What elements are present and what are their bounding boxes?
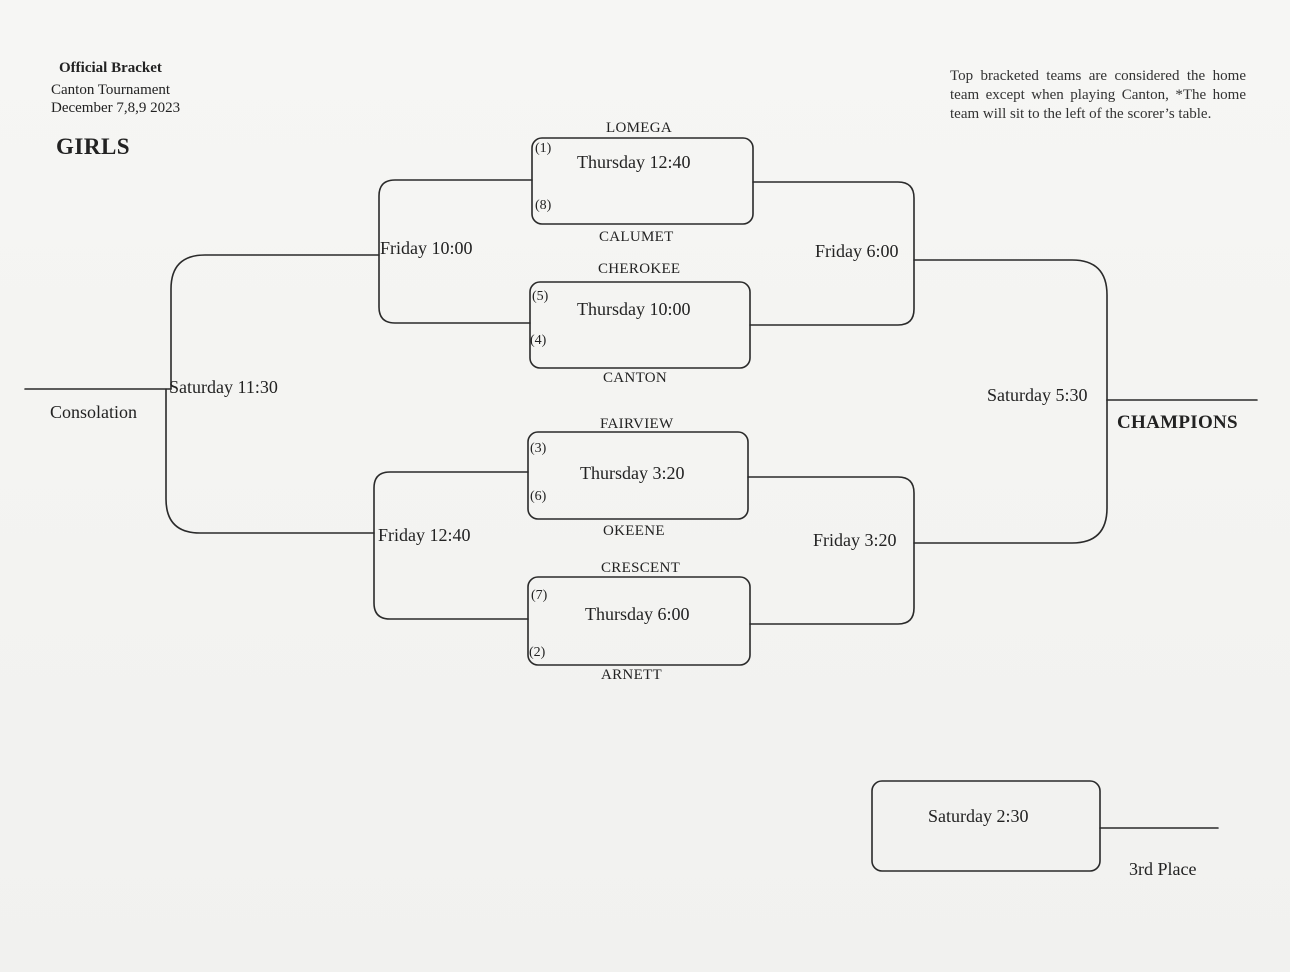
team-lomega: LOMEGA bbox=[606, 120, 672, 136]
consolation-semi-2-lines bbox=[373, 471, 529, 620]
team-arnett: ARNETT bbox=[601, 667, 662, 683]
bracket-title: Official Bracket bbox=[59, 60, 162, 76]
home-team-note: Top bracketed teams are considered the h… bbox=[950, 67, 1246, 124]
seed-5: (5) bbox=[532, 289, 549, 304]
game-box-4 bbox=[527, 576, 751, 666]
consolation-semi-1-lines bbox=[378, 179, 533, 324]
team-okeene: OKEENE bbox=[603, 523, 665, 539]
team-fairview: FAIRVIEW bbox=[600, 416, 674, 432]
game-1-time: Thursday 12:40 bbox=[577, 152, 691, 172]
champions-label: CHAMPIONS bbox=[1117, 412, 1238, 433]
seed-4: (4) bbox=[530, 333, 547, 348]
game-box-1 bbox=[531, 137, 754, 225]
consolation-semi-2-time: Friday 12:40 bbox=[378, 525, 471, 545]
championship-semi-2-lines bbox=[747, 476, 915, 625]
championship-semi-1-lines bbox=[749, 181, 915, 326]
seed-3: (3) bbox=[530, 441, 547, 456]
championship-final-lines-lower bbox=[913, 399, 1108, 544]
consolation-final-time: Saturday 11:30 bbox=[169, 377, 278, 397]
championship-final-lines bbox=[913, 259, 1108, 401]
game-box-2 bbox=[529, 281, 751, 369]
division-label: GIRLS bbox=[56, 134, 131, 159]
tournament-dates: December 7,8,9 2023 bbox=[51, 100, 181, 116]
seed-7: (7) bbox=[531, 588, 548, 603]
seed-8: (8) bbox=[535, 198, 552, 213]
team-canton: CANTON bbox=[603, 370, 668, 386]
championship-final-time: Saturday 5:30 bbox=[987, 385, 1088, 405]
seed-1: (1) bbox=[535, 141, 552, 156]
team-calumet: CALUMET bbox=[599, 229, 674, 245]
third-place-label: 3rd Place bbox=[1129, 859, 1197, 879]
third-place-box bbox=[871, 780, 1101, 872]
championship-semi-1-time: Friday 6:00 bbox=[815, 241, 899, 261]
team-crescent: CRESCENT bbox=[601, 560, 681, 576]
third-place-time: Saturday 2:30 bbox=[928, 806, 1029, 826]
game-3-time: Thursday 3:20 bbox=[580, 463, 685, 483]
consolation-semi-1-time: Friday 10:00 bbox=[380, 238, 473, 258]
home-team-note-line2: *The home team will sit to the left of t… bbox=[950, 87, 1246, 122]
seed-2: (2) bbox=[529, 645, 546, 660]
game-2-time: Thursday 10:00 bbox=[577, 299, 691, 319]
team-cherokee: CHEROKEE bbox=[598, 261, 681, 277]
consolation-final-lines bbox=[170, 254, 380, 390]
championship-semi-2-time: Friday 3:20 bbox=[813, 530, 897, 550]
home-team-note-line1: Top bracketed teams are considered the h… bbox=[950, 68, 1246, 103]
game-4-time: Thursday 6:00 bbox=[585, 604, 690, 624]
tournament-name: Canton Tournament bbox=[51, 82, 171, 98]
game-box-3 bbox=[527, 431, 749, 520]
consolation-label: Consolation bbox=[50, 402, 138, 422]
seed-6: (6) bbox=[530, 489, 547, 504]
consolation-final-lines-lower bbox=[165, 388, 375, 534]
